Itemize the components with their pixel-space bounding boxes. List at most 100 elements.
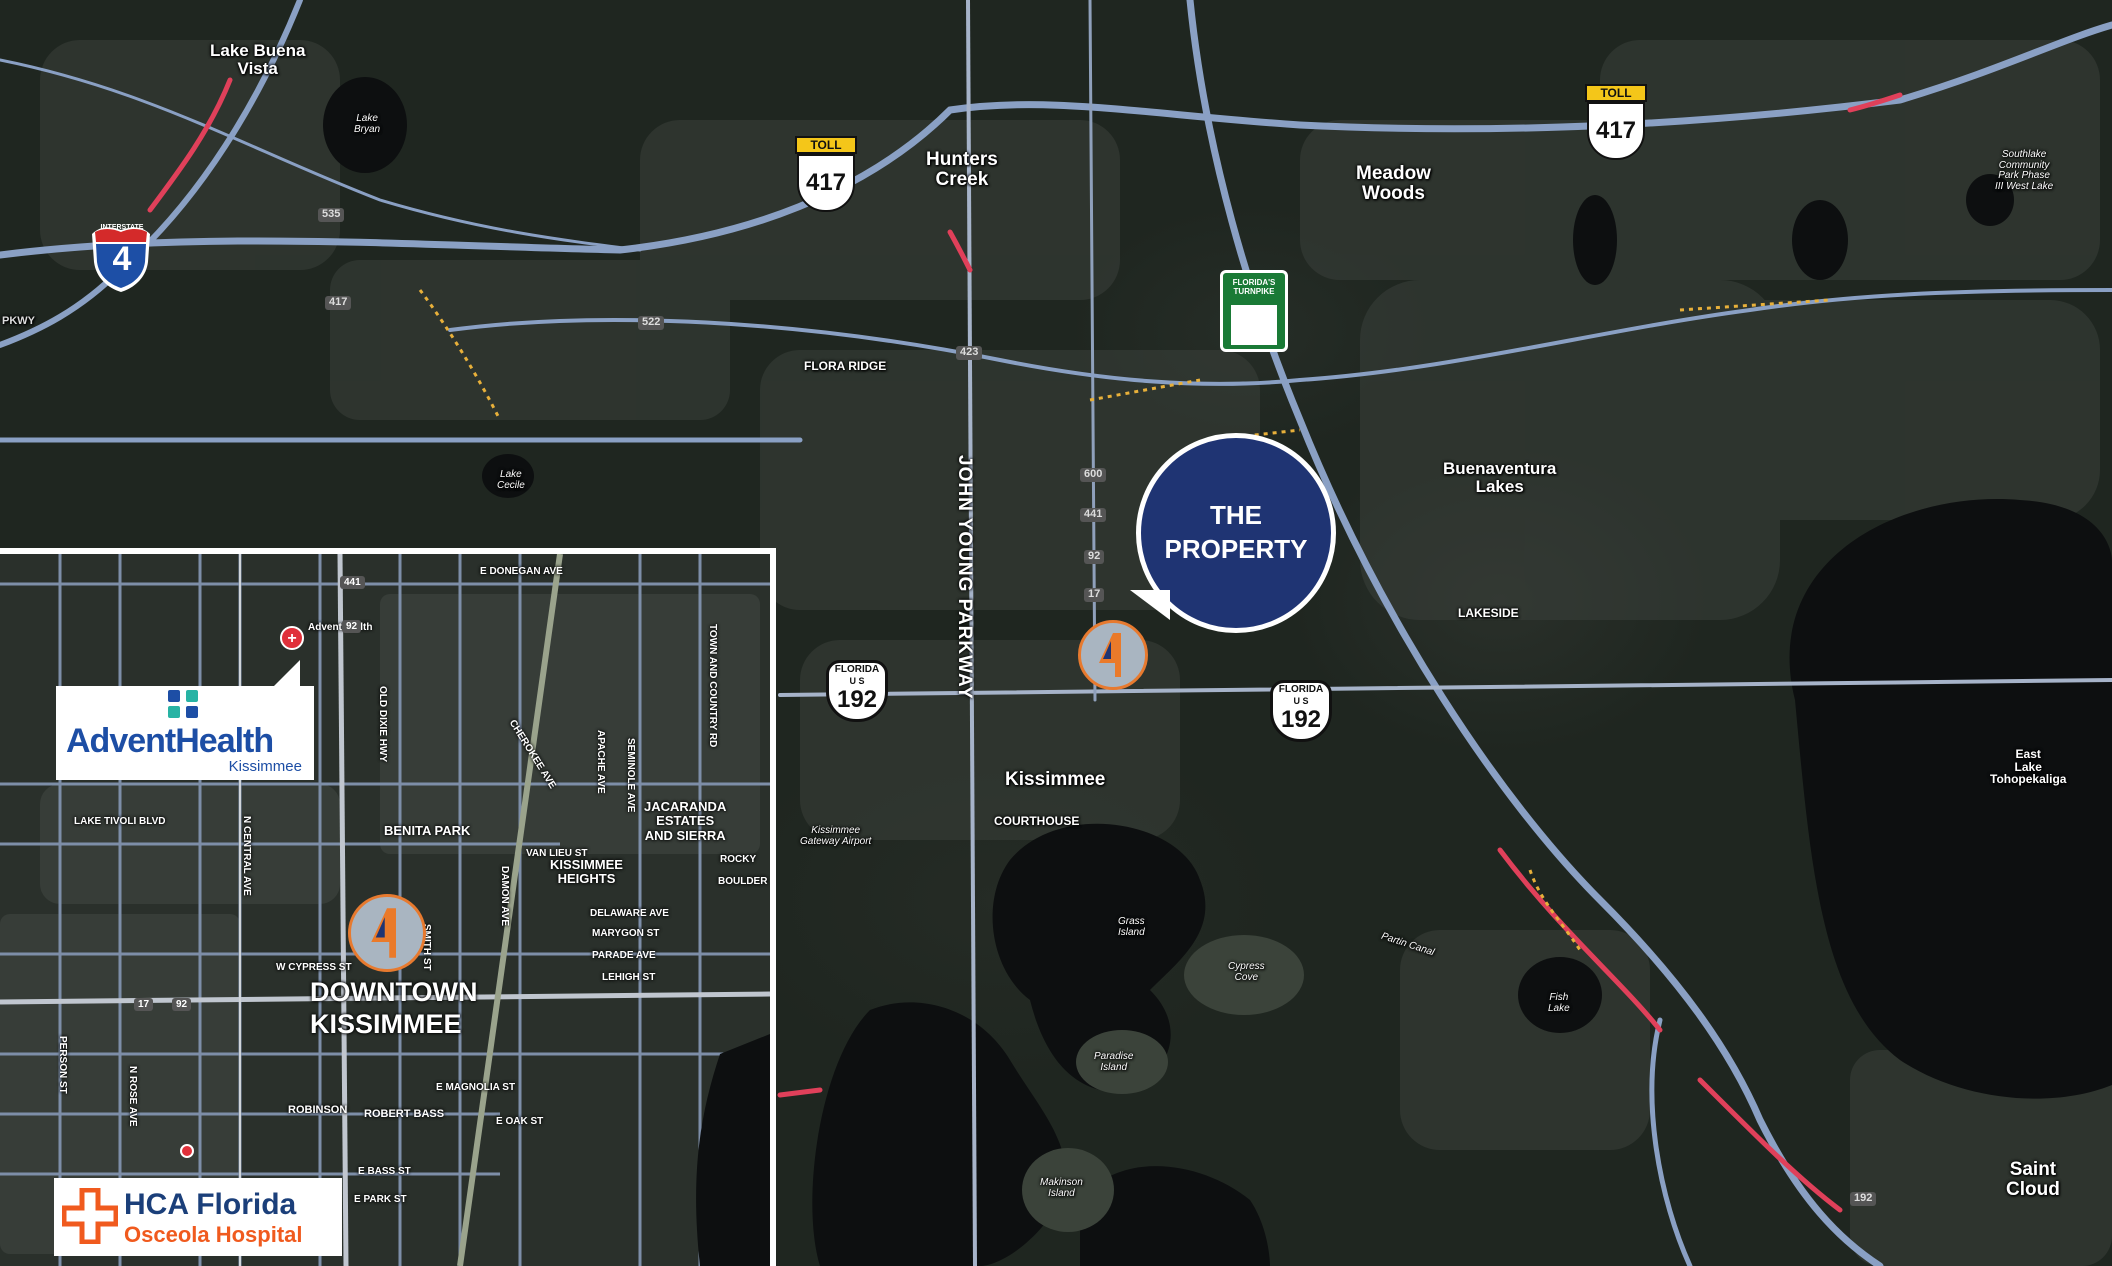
street-cypress: W CYPRESS ST [276, 962, 352, 973]
toll-number: 417 [1587, 102, 1645, 160]
route-badge: 17 [134, 998, 154, 1011]
street-rose: N ROSE AVE [127, 1066, 138, 1127]
place-makinson-island: Makinson Island [1040, 1177, 1083, 1199]
property-label-line2: PROPERTY [1164, 534, 1308, 564]
street-donegan: E DONEGAN AVE [480, 566, 563, 577]
area-jacaranda: JACARANDA ESTATES AND SIERRA [644, 799, 727, 843]
route-badge: 441 [1080, 508, 1107, 522]
street-adventhealth-pin: AdventHealth [308, 622, 373, 633]
road-pkwy: PKWY [2, 315, 35, 327]
place-meadow-woods: Meadow Woods [1356, 163, 1431, 204]
street-parade: PARADE AVE [592, 950, 656, 961]
place-paradise-island: Paradise Island [1094, 1051, 1134, 1073]
street-old-dixie: OLD DIXIE HWY [377, 686, 388, 763]
property-logo-icon [1099, 633, 1121, 677]
adventhealth-location: Kissimmee [228, 758, 302, 775]
adventhealth-callout-pointer [270, 660, 300, 690]
interstate-number: 4 [112, 240, 132, 278]
interstate-label: INTERSTATE [100, 224, 144, 231]
florida-state-icon [1231, 305, 1277, 345]
street-magnolia: E MAGNOLIA ST [436, 1082, 516, 1093]
area-benita-park: BENITA PARK [384, 823, 471, 838]
street-lake-tivoli: LAKE TIVOLI BLVD [74, 816, 166, 827]
hca-florida-logo: HCA Florida Osceola Hospital [54, 1178, 342, 1256]
hca-hospital: Osceola Hospital [124, 1222, 303, 1247]
street-lehigh: LEHIGH ST [602, 972, 656, 983]
place-lake-buena-vista: Lake Buena Vista [210, 41, 306, 78]
us-label: U S [849, 676, 865, 686]
toll-label: TOLL [795, 136, 857, 154]
us-number: 192 [836, 686, 878, 713]
property-label-line1: THE [1210, 500, 1262, 531]
street-van-lieu: VAN LIEU ST [526, 848, 588, 859]
us-number: 192 [1280, 706, 1322, 733]
route-badge: 441 [340, 576, 365, 589]
area-kissimmee-heights: KISSIMMEE HEIGHTS [550, 857, 623, 887]
street-apache: APACHE AVE [595, 730, 606, 794]
adventhealth-mark-icon [168, 690, 198, 718]
property-marker-icon[interactable] [1078, 620, 1148, 690]
us-192-shield-east: FLORIDA U S 192 [1270, 680, 1332, 742]
place-lake-cecile: Lake Cecile [497, 469, 525, 491]
hospital-pin-icon[interactable]: + [280, 626, 304, 650]
place-gateway-airport: Kissimmee Gateway Airport [800, 825, 872, 847]
route-badge: 522 [638, 316, 665, 330]
street-rocky: ROCKY [720, 854, 757, 865]
street-central: N CENTRAL AVE [241, 816, 252, 896]
toll-label: TOLL [1585, 84, 1647, 102]
adventhealth-logo: AdventHealth Kissimmee [56, 686, 314, 780]
inset-map-downtown-kissimmee[interactable]: E DONEGAN AVE AdventHealth OLD DIXIE HWY… [0, 548, 776, 1266]
callout-pointer [1130, 590, 1170, 620]
route-badge: 600 [1080, 468, 1107, 482]
interstate-4-shield-icon [92, 227, 150, 292]
place-kissimmee: Kissimmee [1005, 769, 1106, 790]
us-192-shield-west: FLORIDA U S 192 [826, 660, 888, 722]
us-label: U S [1293, 696, 1309, 706]
street-person: PERSON ST [57, 1036, 68, 1094]
place-cypress-cove: Cypress Cove [1228, 961, 1265, 983]
street-marygon: MARYGON ST [592, 928, 660, 939]
route-badge: 17 [1084, 588, 1105, 602]
route-badge: 423 [956, 346, 983, 360]
place-saint-cloud: Saint Cloud [2006, 1159, 2060, 1200]
place-hunters-creek: Hunters Creek [926, 149, 998, 190]
us-florida-label: FLORIDA [1278, 684, 1324, 695]
street-boulder: BOULDER [718, 876, 768, 887]
street-seminole: SEMINOLE AVE [625, 738, 636, 813]
street-park: E PARK ST [354, 1194, 407, 1205]
turnpike-label: FLORIDA'S TURNPIKE [1232, 278, 1276, 296]
hca-cross-icon [62, 1188, 118, 1244]
place-east-lake-toho: East Lake Tohopekaliga [1990, 747, 2067, 787]
hospital-pin-icon[interactable] [180, 1144, 194, 1158]
area-downtown-line2: KISSIMMEE [310, 1009, 462, 1039]
us-florida-label: FLORIDA [834, 664, 880, 675]
property-logo-icon [371, 908, 396, 958]
place-flora-ridge: FLORA RIDGE [804, 359, 887, 373]
place-fish-lake: Fish Lake [1548, 992, 1570, 1014]
street-oak: E OAK ST [496, 1116, 544, 1127]
route-badge: 92 [1084, 550, 1105, 564]
road-john-young-parkway: JOHN YOUNG PARKWAY [954, 455, 975, 700]
route-badge: 535 [318, 208, 345, 222]
property-marker-icon[interactable] [348, 894, 426, 972]
place-lake-bryan: Lake Bryan [354, 113, 381, 135]
hca-name: HCA Florida [124, 1188, 297, 1221]
street-bass: E BASS ST [358, 1166, 411, 1177]
street-robert-bass: ROBERT BASS [364, 1108, 445, 1120]
street-damon: DAMON AVE [499, 866, 510, 926]
area-downtown-line1: DOWNTOWN [310, 977, 478, 1007]
street-delaware: DELAWARE AVE [590, 908, 669, 919]
place-lakeside: LAKESIDE [1458, 606, 1519, 620]
route-badge: 92 [172, 998, 192, 1011]
route-badge: 192 [1850, 1192, 1877, 1206]
place-grass-island: Grass Island [1118, 916, 1145, 938]
place-buenaventura-lakes: Buenaventura Lakes [1443, 459, 1557, 496]
adventhealth-name: AdventHealth [66, 722, 274, 760]
toll-417-shield-east: TOLL 417 [1585, 84, 1647, 164]
street-town-country: TOWN AND COUNTRY RD [707, 624, 718, 748]
route-badge: 92 [342, 620, 362, 633]
florida-turnpike-shield-icon: FLORIDA'S TURNPIKE [1220, 270, 1288, 352]
street-robinson: ROBINSON [288, 1104, 348, 1116]
